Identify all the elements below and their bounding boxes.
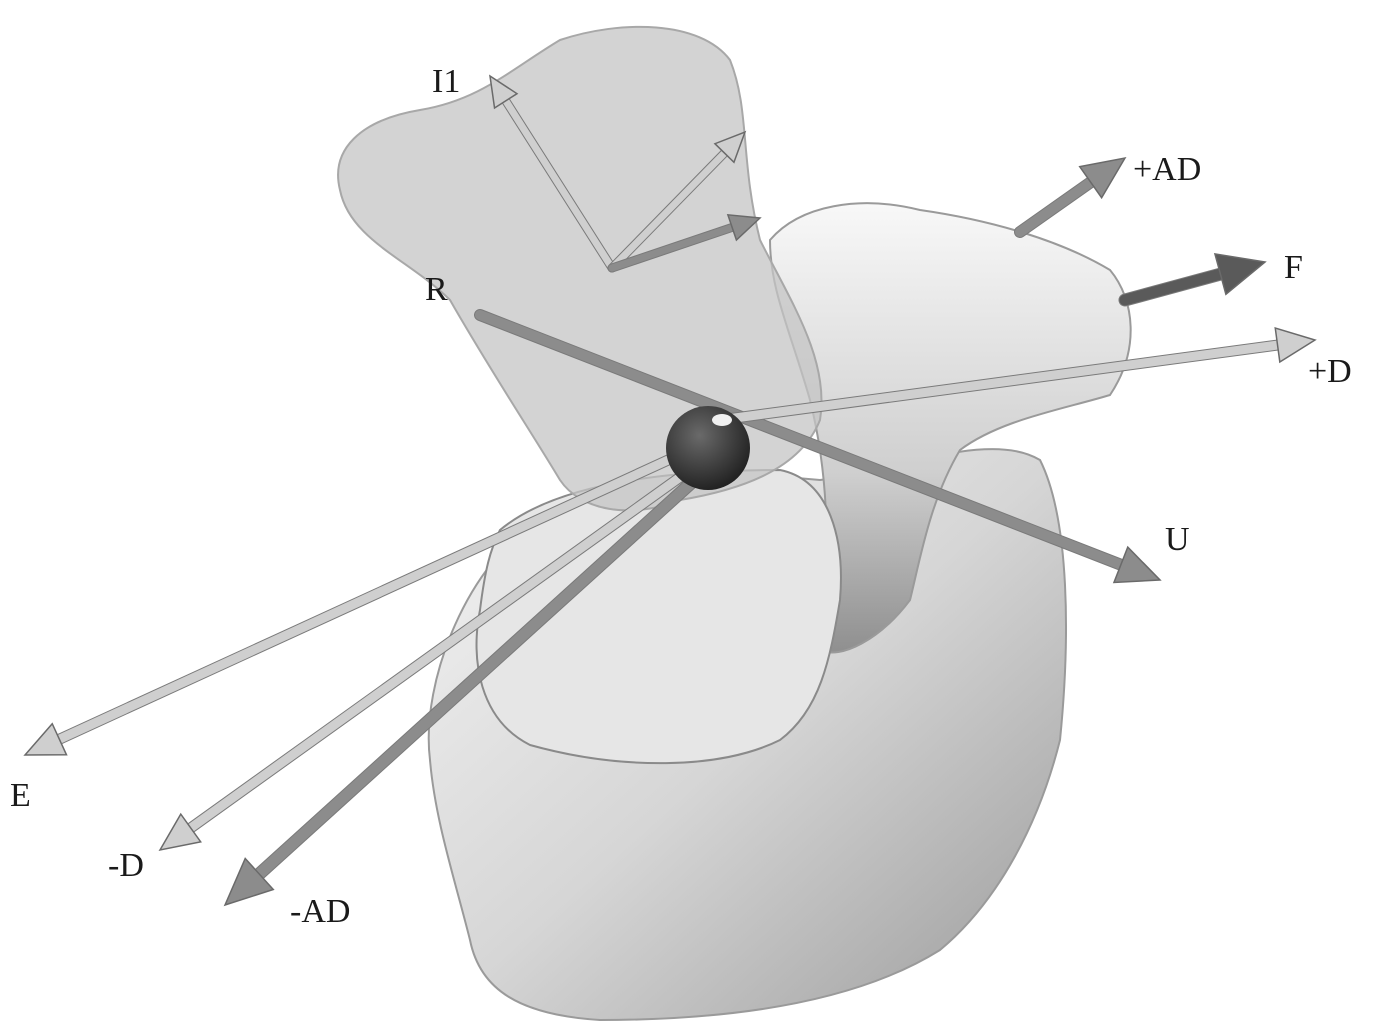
arrow-f-head bbox=[1215, 254, 1265, 294]
label-e: E bbox=[10, 777, 31, 814]
label-minus-ad: -AD bbox=[290, 893, 350, 930]
label-plus-d: +D bbox=[1308, 353, 1352, 390]
label-u: U bbox=[1165, 521, 1190, 558]
label-r: R bbox=[425, 271, 448, 308]
label-f: F bbox=[1284, 249, 1303, 286]
arrow-f bbox=[1125, 254, 1265, 300]
label-minus-d: -D bbox=[108, 847, 144, 884]
arrow-u-head bbox=[1114, 547, 1160, 582]
label-i1: I1 bbox=[432, 63, 460, 100]
arrow-f-shaft bbox=[1125, 274, 1220, 300]
sphere-highlight bbox=[712, 414, 732, 426]
arrow-plus-ad-shaft bbox=[1020, 182, 1091, 232]
label-plus-ad: +AD bbox=[1133, 151, 1201, 188]
joint-center-sphere bbox=[666, 406, 750, 490]
translucent-bone bbox=[338, 27, 821, 511]
arrow-plus-ad bbox=[1020, 158, 1125, 232]
